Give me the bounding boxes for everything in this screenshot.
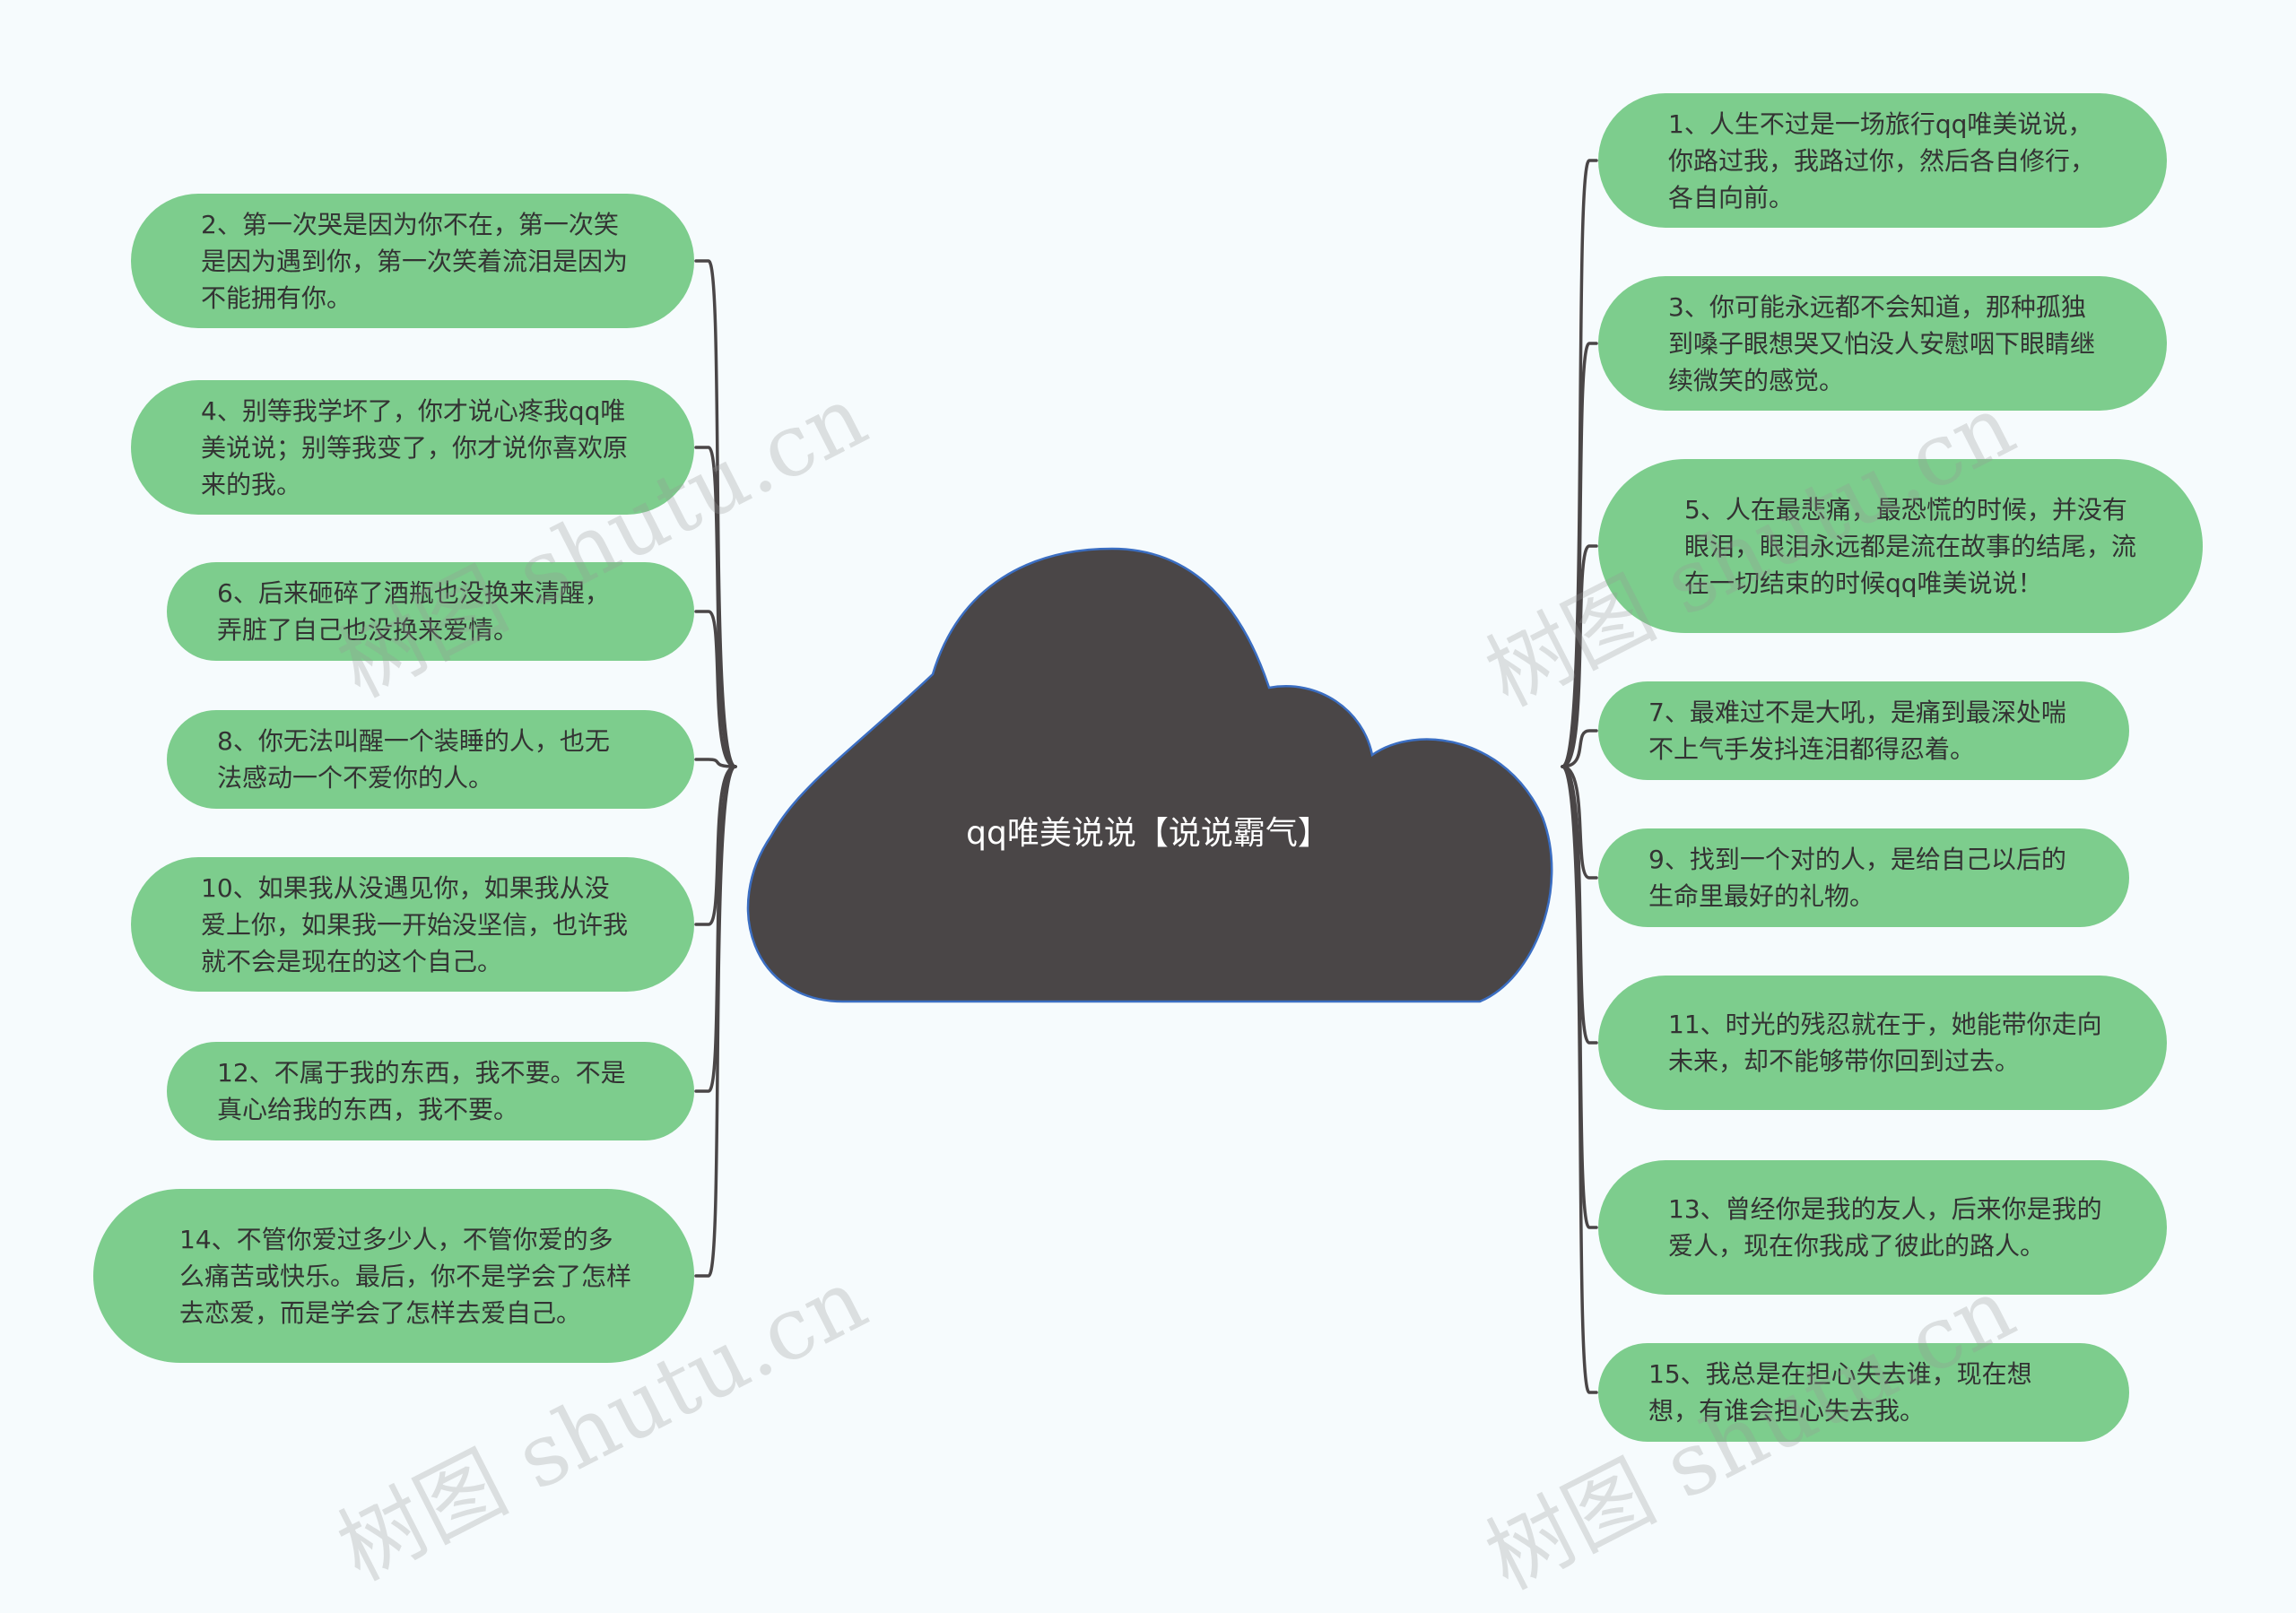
branch-node-left-4[interactable]: 8、你无法叫醒一个装睡的人，也无法感动一个不爱你的人。 <box>167 710 694 809</box>
connector-right-3 <box>1561 544 1598 768</box>
branch-node-right-7[interactable]: 13、曾经你是我的友人，后来你是我的爱人，现在你我成了彼此的路人。 <box>1598 1160 2167 1295</box>
connector-left-5 <box>694 765 737 926</box>
branch-node-right-6[interactable]: 11、时光的残忍就在于，她能带你走向未来，却不能够带你回到过去。 <box>1598 976 2167 1110</box>
branch-node-left-5[interactable]: 10、如果我从没遇见你，如果我从没爱上你，如果我一开始没坚信，也许我就不会是现在… <box>131 857 694 992</box>
branch-node-left-6[interactable]: 12、不属于我的东西，我不要。不是真心给我的东西，我不要。 <box>167 1042 694 1140</box>
branch-node-left-2[interactable]: 4、别等我学坏了，你才说心疼我qq唯美说说；别等我变了，你才说你喜欢原来的我。 <box>131 380 694 515</box>
connector-left-6 <box>694 765 737 1093</box>
branch-node-text: 3、你可能永远都不会知道，那种孤独到嗓子眼想哭又怕没人安慰咽下眼睛继续微笑的感觉… <box>1668 291 2096 395</box>
connector-right-5 <box>1561 765 1598 880</box>
branch-node-text: 11、时光的残忍就在于，她能带你走向未来，却不能够带你回到过去。 <box>1668 1010 2102 1076</box>
connector-left-3 <box>694 610 737 768</box>
branch-node-right-8[interactable]: 15、我总是在担心失去谁，现在想想，有谁会担心失去我。 <box>1598 1343 2129 1442</box>
connector-right-2 <box>1561 342 1598 768</box>
branch-node-text: 8、你无法叫醒一个装睡的人，也无法感动一个不爱你的人。 <box>217 726 610 793</box>
connector-left-7 <box>694 765 737 1278</box>
branch-node-right-5[interactable]: 9、找到一个对的人，是给自己以后的生命里最好的礼物。 <box>1598 828 2129 927</box>
mindmap-canvas: qq唯美说说【说说霸气】 2、第一次哭是因为你不在，第一次笑是因为遇到你，第一次… <box>93 93 2203 1609</box>
connector-left-1 <box>694 259 737 768</box>
connector-lines <box>694 159 1598 1394</box>
connector-left-4 <box>694 758 737 768</box>
branch-node-text: 10、如果我从没遇见你，如果我从没爱上你，如果我一开始没坚信，也许我就不会是现在… <box>201 872 629 976</box>
branch-node-text: 2、第一次哭是因为你不在，第一次笑是因为遇到你，第一次笑着流泪是因为不能拥有你。 <box>201 209 629 313</box>
connector-left-2 <box>694 446 737 768</box>
branch-node-text: 5、人在最悲痛，最恐慌的时候，并没有眼泪，眼泪永远都是流在故事的结尾，流在一切结… <box>1684 494 2137 598</box>
branch-node-text: 14、不管你爱过多少人，不管你爱的多么痛苦或快乐。最后，你不是学会了怎样去恋爱，… <box>179 1224 632 1328</box>
branch-node-right-4[interactable]: 7、最难过不是大吼，是痛到最深处喘不上气手发抖连泪都得忍着。 <box>1598 681 2129 780</box>
branch-node-right-1[interactable]: 1、人生不过是一场旅行qq唯美说说，你路过我，我路过你，然后各自修行，各自向前。 <box>1598 93 2167 228</box>
branch-node-text: 4、别等我学坏了，你才说心疼我qq唯美说说；别等我变了，你才说你喜欢原来的我。 <box>201 395 629 499</box>
branch-node-left-1[interactable]: 2、第一次哭是因为你不在，第一次笑是因为遇到你，第一次笑着流泪是因为不能拥有你。 <box>131 194 694 328</box>
center-topic-label[interactable]: qq唯美说说【说说霸气】 <box>966 815 1330 852</box>
branch-node-left-7[interactable]: 14、不管你爱过多少人，不管你爱的多么痛苦或快乐。最后，你不是学会了怎样去恋爱，… <box>93 1189 694 1363</box>
branch-node-right-3[interactable]: 5、人在最悲痛，最恐慌的时候，并没有眼泪，眼泪永远都是流在故事的结尾，流在一切结… <box>1598 459 2203 633</box>
branch-node-text: 12、不属于我的东西，我不要。不是真心给我的东西，我不要。 <box>217 1058 626 1124</box>
branch-node-text: 15、我总是在担心失去谁，现在想想，有谁会担心失去我。 <box>1648 1359 2032 1426</box>
branch-node-right-2[interactable]: 3、你可能永远都不会知道，那种孤独到嗓子眼想哭又怕没人安慰咽下眼睛继续微笑的感觉… <box>1598 276 2167 411</box>
connector-right-6 <box>1561 765 1598 1045</box>
center-cloud <box>746 547 1553 1003</box>
branch-node-text: 1、人生不过是一场旅行qq唯美说说，你路过我，我路过你，然后各自修行，各自向前。 <box>1668 108 2096 212</box>
branch-node-text: 9、找到一个对的人，是给自己以后的生命里最好的礼物。 <box>1648 845 2066 911</box>
branch-node-left-3[interactable]: 6、后来砸碎了酒瓶也没换来清醒，弄脏了自己也没换来爱情。 <box>167 562 694 661</box>
branch-node-text: 7、最难过不是大吼，是痛到最深处喘不上气手发抖连泪都得忍着。 <box>1648 698 2066 764</box>
connector-right-8 <box>1561 765 1598 1394</box>
branch-node-text: 6、后来砸碎了酒瓶也没换来清醒，弄脏了自己也没换来爱情。 <box>217 578 610 645</box>
connector-right-4 <box>1561 729 1598 768</box>
branch-node-text: 13、曾经你是我的友人，后来你是我的爱人，现在你我成了彼此的路人。 <box>1668 1194 2102 1261</box>
